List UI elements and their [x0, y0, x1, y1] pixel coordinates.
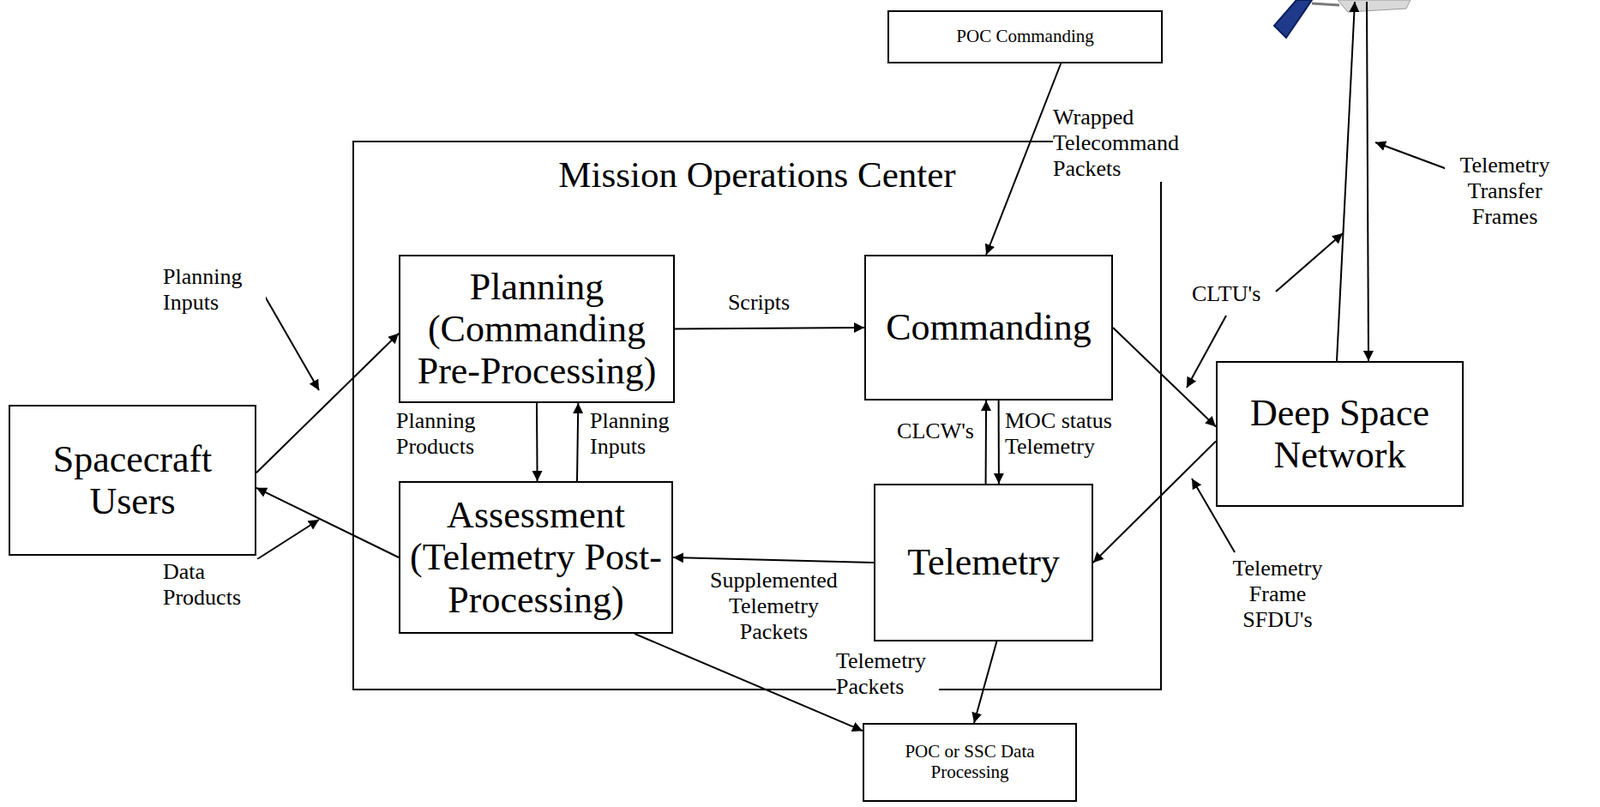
leader-line — [257, 282, 319, 391]
edge-label: Planning Inputs — [589, 408, 702, 460]
edge-label: Telemetry Packets — [836, 648, 939, 700]
box-label: Commanding — [872, 306, 1105, 349]
box-label: Deep Space Network — [1224, 391, 1456, 477]
process-box: Planning (Commanding Pre-Processing) — [398, 254, 675, 404]
callout-label: Telemetry Transfer Frames — [1444, 152, 1565, 230]
process-box: POC or SSC Data Processing — [862, 722, 1077, 802]
flow-arrow — [998, 400, 1000, 484]
edge-label: CLCW's — [891, 418, 975, 445]
spacecraft-icon — [1274, 0, 1411, 38]
edge-label: Planning Products — [396, 408, 517, 460]
flow-arrow — [256, 487, 399, 558]
flow-arrow — [673, 557, 874, 563]
flow-arrow — [577, 403, 578, 482]
edge-label: Wrapped Telecommand Packets — [1052, 104, 1216, 182]
process-box: Assessment (Telemetry Post-Processing) — [398, 481, 674, 634]
box-label: Spacecraft Users — [17, 438, 248, 524]
edge-label: CLTU's — [1191, 281, 1270, 307]
flow-arrow — [674, 327, 865, 330]
region-title: Mission Operations Center — [360, 154, 1154, 196]
process-box: POC Commanding — [887, 10, 1163, 64]
process-box: Commanding — [864, 254, 1113, 401]
flow-arrow — [1112, 327, 1216, 428]
edge-label: Scripts — [720, 289, 798, 316]
leader-line — [257, 519, 319, 560]
flow-arrow — [634, 633, 863, 731]
box-label: POC Commanding — [896, 26, 1155, 48]
box-label: POC or SSC Data Processing — [871, 741, 1069, 782]
edge-label: Planning Inputs — [162, 264, 266, 316]
leader-line — [1275, 233, 1343, 292]
edge-label: Supplemented Telemetry Packets — [698, 567, 849, 645]
process-box: Deep Space Network — [1215, 360, 1464, 507]
leader-line — [1375, 142, 1450, 170]
edge-label: Telemetry Frame SFDU's — [1221, 555, 1334, 633]
uplink-line — [1336, 1, 1355, 361]
downlink-line — [1366, 1, 1369, 361]
edge-label: Data Products — [162, 559, 266, 611]
flow-arrow — [986, 63, 1061, 255]
edge-label: MOC status Telemetry — [1004, 408, 1121, 460]
flow-arrow — [985, 400, 988, 484]
box-label: Assessment (Telemetry Post-Processing) — [407, 493, 665, 621]
process-box: Spacecraft Users — [8, 404, 257, 556]
flow-arrow — [974, 641, 997, 723]
box-label: Telemetry — [882, 541, 1085, 584]
flow-arrow — [535, 403, 539, 482]
process-box: Telemetry — [873, 483, 1094, 642]
flow-arrow — [256, 333, 399, 474]
box-label: Planning (Commanding Pre-Processing) — [407, 265, 667, 393]
